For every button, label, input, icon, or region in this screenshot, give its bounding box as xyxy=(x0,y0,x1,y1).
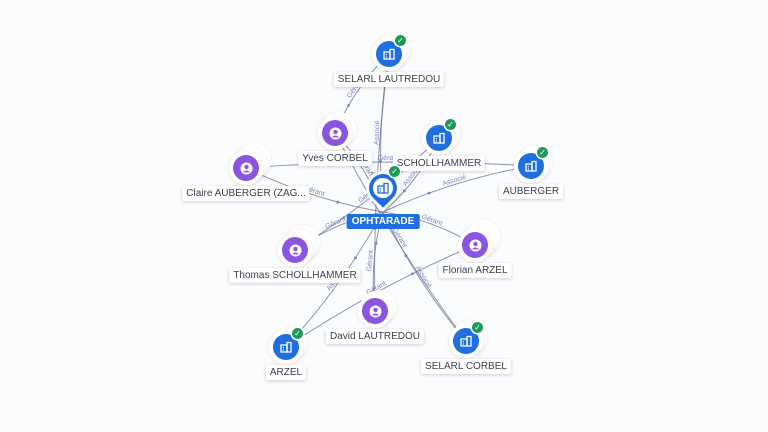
person-icon xyxy=(282,237,308,263)
person-icon xyxy=(362,298,388,324)
edge-arrow-marker xyxy=(371,200,375,204)
edge-arrow-marker xyxy=(336,200,340,204)
edge-label: Gérant xyxy=(421,214,444,228)
edge-center-claire xyxy=(245,167,384,213)
edge-arrow-marker xyxy=(347,103,351,107)
verified-check-icon: ✓ xyxy=(472,322,483,333)
edge-arrow-marker xyxy=(374,241,378,245)
edge-label: Gérant xyxy=(391,227,408,249)
edge-arrow-marker xyxy=(402,189,406,193)
center-node-label: OPHTARADE xyxy=(346,214,420,229)
verified-check-icon: ✓ xyxy=(395,35,406,46)
edge-label: Associé xyxy=(374,120,382,145)
person-icon xyxy=(322,120,348,146)
node-label: SELARL CORBEL xyxy=(421,359,511,374)
node-label: Florian ARZEL xyxy=(438,263,512,278)
verified-check-icon: ✓ xyxy=(445,119,456,130)
verified-check-icon: ✓ xyxy=(537,147,548,158)
node-label: AUBERGER xyxy=(498,184,564,199)
edge-arrow-marker xyxy=(427,191,431,195)
building-icon xyxy=(373,178,393,198)
node-label: SCHOLLHAMMER xyxy=(392,156,486,171)
edge-claire-auberger_co xyxy=(245,161,532,169)
edge-arrow-marker xyxy=(342,216,346,219)
edge-florian-arzel_co xyxy=(285,244,476,348)
edge-arrow-marker xyxy=(354,256,357,260)
node-label: Yves CORBEL xyxy=(298,151,372,166)
person-icon xyxy=(462,232,488,258)
edge-label: Associé xyxy=(442,174,468,188)
node-label: Thomas SCHOLLHAMMER xyxy=(229,268,361,283)
node-label: SELARL LAUTREDOU xyxy=(333,72,445,87)
node-label: Claire AUBERGER (ZAG... xyxy=(182,186,310,201)
node-label: David LAUTREDOU xyxy=(325,329,425,344)
edge-center-auberger_co xyxy=(382,165,532,213)
node-label: ARZEL xyxy=(265,365,307,380)
edge-label: Gérant xyxy=(378,155,400,162)
person-icon xyxy=(233,155,259,181)
verified-check-icon: ✓ xyxy=(389,166,400,177)
edge-label: Gérant xyxy=(366,250,375,272)
edge-arrow-marker xyxy=(411,272,414,276)
verified-check-icon: ✓ xyxy=(292,328,303,339)
